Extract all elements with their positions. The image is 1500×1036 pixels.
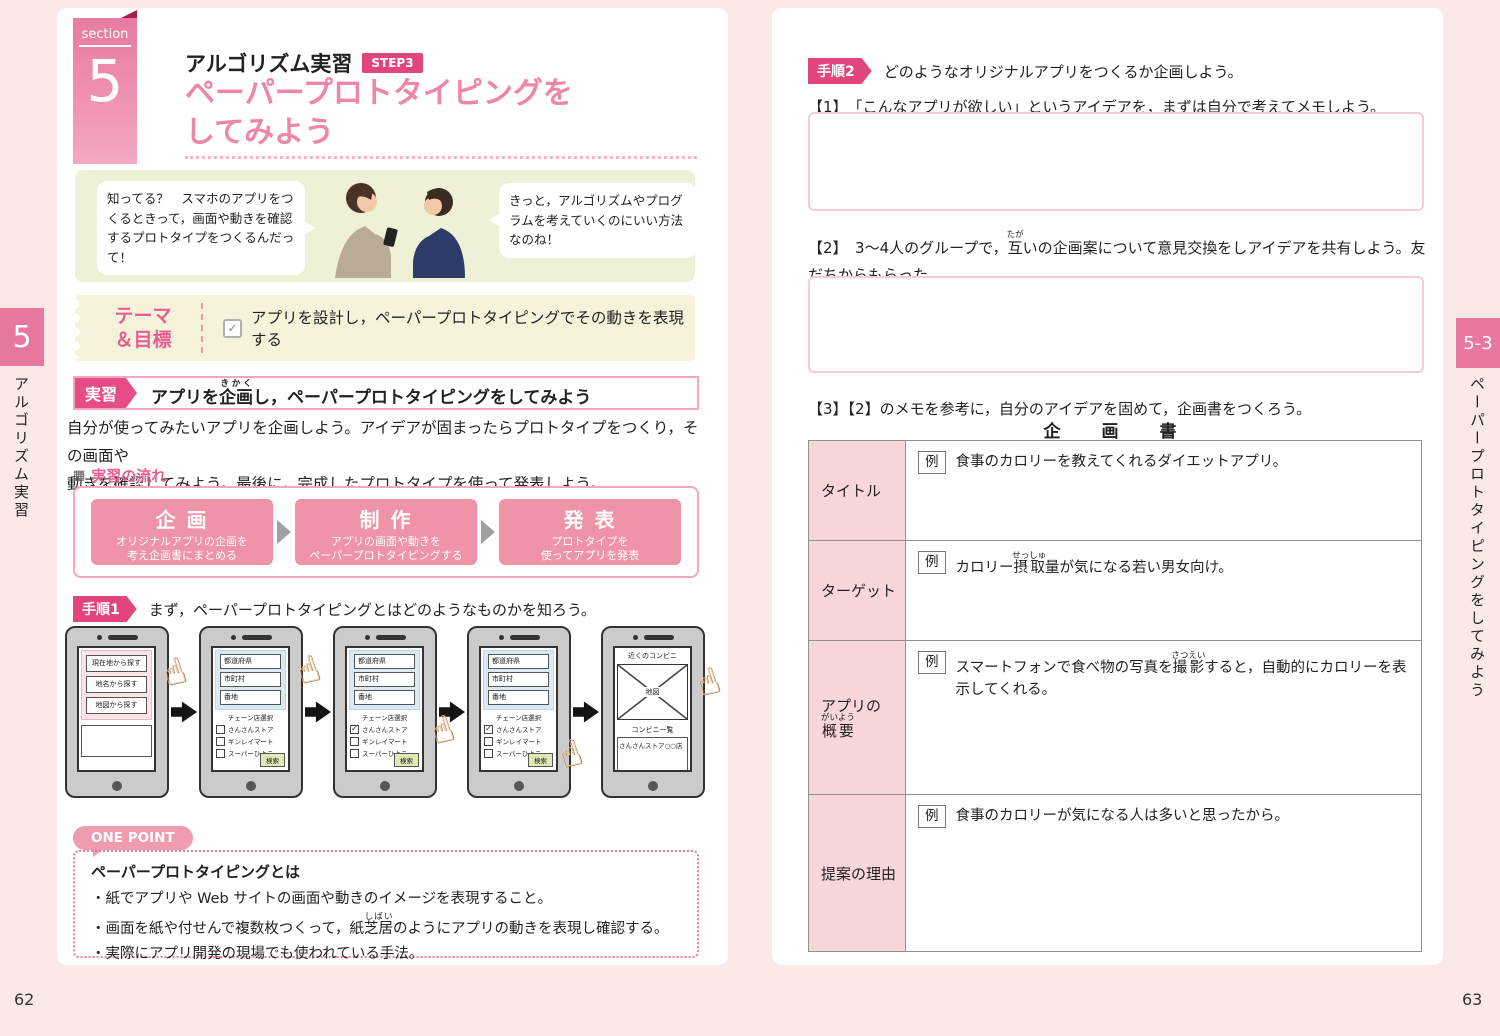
step3-badge: STEP3	[362, 53, 423, 73]
plan-sheet-table: タイトル 例 食事のカロリーを教えてくれるダイエットアプリ。 ターゲット 例 カ…	[808, 440, 1422, 952]
intro-speech-panel: 知ってる？ スマホのアプリをつくるときって，画面や動きを確認するプロトタイプをつ…	[75, 170, 697, 282]
example-badge: 例	[918, 805, 946, 828]
example-text: カロリー摂取せっしゅ量が気になる若い男女向け。	[955, 551, 1233, 576]
bookmark-fold-icon	[121, 10, 137, 18]
section-bookmark: section 5	[73, 10, 137, 164]
step2-row: 手順2 どのようなオリジナルアプリをつくるか企画しよう。	[808, 58, 1243, 84]
arrow-right-icon	[481, 520, 495, 544]
right-vertical-label: ペーパープロトタイピングをしてみよう	[1468, 376, 1486, 700]
practice-badge: 実習	[75, 378, 138, 408]
table-row-reason: 提案の理由 例 食事のカロリーが気になる人は多いと思ったから。	[809, 795, 1421, 951]
example-badge: 例	[918, 651, 946, 674]
arrow-right-icon	[171, 701, 197, 723]
step2-text: どのようなオリジナルアプリをつくるか企画しよう。	[883, 62, 1243, 81]
prototype-screen-3: 都道府県 市町村 番地 チェーン店選択 さんさんストア ギンレイマート スーパー…	[333, 626, 459, 798]
flow-heading: ▦ 実習の流れ	[73, 467, 167, 485]
example-badge: 例	[918, 551, 946, 574]
memo-box-1	[808, 112, 1424, 211]
flow-step-create: 制 作 アプリの画面や動きをペーパープロトタイピングする	[295, 499, 477, 565]
prototype-sequence: 現在地から探す 地名から探す 地図から探す ☝ 都道府県 市町村	[65, 626, 725, 798]
right-page: 手順2 どのようなオリジナルアプリをつくるか企画しよう。 【1】 「こんなアプリ…	[772, 8, 1443, 965]
row-label: ターゲット	[809, 541, 906, 640]
title-divider	[185, 156, 697, 159]
flow-diagram: 企 画 オリジナルアプリの企画を考え企画書にまとめる 制 作 アプリの画面や動き…	[73, 486, 699, 578]
step2-badge: 手順2	[808, 58, 872, 84]
prototype-screen-2: 都道府県 市町村 番地 チェーン店選択 さんさんストア ギンレイマート スーパー…	[199, 626, 325, 798]
arrow-right-icon	[573, 701, 599, 723]
table-row-title: タイトル 例 食事のカロリーを教えてくれるダイエットアプリ。	[809, 441, 1421, 541]
practice-headline: 実習 アプリを企画きかくし，ペーパープロトタイピングをしてみよう	[73, 376, 699, 410]
step1-row: 手順1 まず，ペーパープロトタイピングとはどのようなものかを知ろう。	[73, 596, 596, 622]
example-badge: 例	[918, 451, 946, 474]
arrow-right-icon	[277, 520, 291, 544]
row-label: アプリの概要がいよう	[809, 641, 906, 794]
step1-badge: 手順1	[73, 596, 137, 622]
section-number: 5	[86, 47, 124, 115]
one-point-box: ペーパープロトタイピングとは ・紙でアプリや Web サイトの画面や動きのイメー…	[73, 850, 699, 962]
left-page-number: 62	[14, 990, 35, 1009]
left-vertical-label: アルゴリズム実習	[12, 376, 30, 520]
example-text: スマートフォンで食べ物の写真を撮影さつえいすると，自動的にカロリーを表示してくれ…	[955, 651, 1407, 698]
practice-title: アプリを企画きかくし，ペーパープロトタイピングをしてみよう	[151, 378, 592, 408]
speech-bubble-right: きっと，アルゴリズムやプログラムを考えていくのにいい方法なのね！	[488, 183, 697, 258]
checkbox-icon: ✓	[223, 318, 242, 338]
speech-bubble-left: 知ってる？ スマホのアプリをつくるときって，画面や動きを確認するプロトタイプをつ…	[97, 181, 316, 275]
one-point-title: ペーパープロトタイピングとは	[91, 863, 300, 881]
table-row-target: ターゲット 例 カロリー摂取せっしゅ量が気になる若い男女向け。	[809, 541, 1421, 641]
example-text: 食事のカロリーを教えてくれるダイエットアプリ。	[955, 454, 1288, 470]
prototype-screen-1: 現在地から探す 地名から探す 地図から探す ☝	[65, 626, 191, 798]
page-title: ペーパープロトタイピングを してみよう	[185, 76, 573, 150]
map-placeholder: 地図	[617, 664, 688, 720]
item-1: 【1】 「こんなアプリが欲しい」というアイデアを，まずは自分で考えてメモしよう。	[808, 98, 1386, 116]
chapter-kicker: アルゴリズム実習	[185, 52, 353, 76]
table-row-overview: アプリの概要がいよう 例 スマートフォンで食べ物の写真を撮影さつえいすると，自動…	[809, 641, 1421, 795]
left-page: section 5 アルゴリズム実習 STEP3 ペーパープロトタイピングを し…	[57, 8, 728, 965]
one-point-badge: ONE POINT	[73, 826, 193, 857]
row-label: 提案の理由	[809, 795, 906, 951]
theme-goal-label: テーマ ＆目標	[114, 305, 172, 351]
prototype-screen-4: 都道府県 市町村 番地 チェーン店選択 さんさんストア ギンレイマート スーパー…	[467, 626, 587, 798]
step1-text: まず，ペーパープロトタイピングとはどのようなものかを知ろう。	[148, 600, 597, 619]
example-text: 食事のカロリーが気になる人は多いと思ったから。	[955, 808, 1290, 824]
flow-step-plan: 企 画 オリジナルアプリの企画を考え企画書にまとめる	[91, 499, 273, 565]
right-section-tab: 5-3	[1456, 318, 1500, 368]
item-3: 【3】【2】のメモを参考に，自分のアイデアを固めて，企画書をつくろう。	[808, 400, 1312, 418]
theme-divider	[201, 303, 203, 353]
theme-goal-box: テーマ ＆目標 ✓ アプリを設計し，ペーパープロトタイピングでその動きを表現する	[75, 295, 695, 361]
row-label: タイトル	[809, 441, 906, 540]
flow-step-present: 発 表 プロトタイプを使ってアプリを発表	[499, 499, 681, 565]
arrow-right-icon	[305, 701, 331, 723]
grid-icon: ▦	[73, 468, 86, 483]
section-word: section	[78, 18, 132, 47]
students-illustration	[335, 183, 465, 278]
prototype-screen-5: 近くのコンビニ 地図 コンビニ一覧 さんさんストア○○店 ☝	[601, 626, 725, 798]
theme-goal-text: アプリを設計し，ペーパープロトタイピングでその動きを表現する	[251, 309, 684, 349]
notebook-holes-decoration	[75, 297, 85, 359]
right-page-number: 63	[1462, 990, 1483, 1009]
left-section-tab: 5	[0, 308, 44, 366]
plan-sheet-title: 企 画 書	[1043, 422, 1189, 442]
memo-box-2	[808, 276, 1424, 373]
